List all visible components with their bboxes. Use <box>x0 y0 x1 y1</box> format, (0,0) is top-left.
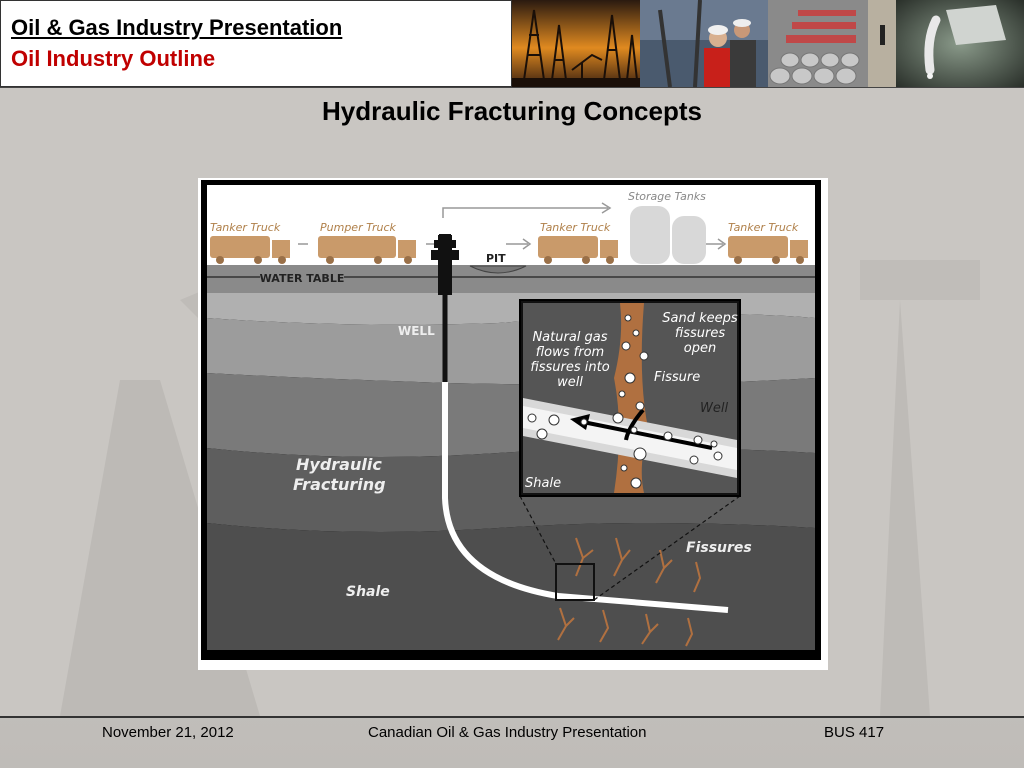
inset-sand-line3: open <box>684 341 716 356</box>
storage-tanks-icon <box>630 206 706 264</box>
pumper-truck-label: Pumper Truck <box>320 221 396 234</box>
pumper-truck-icon <box>318 236 416 264</box>
inset-sand-line1: Sand keeps <box>662 311 738 326</box>
inset-natural-gas-line2: flows from <box>536 345 604 360</box>
footer-course-code: BUS 417 <box>824 724 885 741</box>
oil-derricks-photo <box>512 0 640 87</box>
wellhead-icon <box>431 234 459 295</box>
inset-natural-gas-line1: Natural gas <box>532 330 607 345</box>
section-subtitle: Oil Industry Outline <box>11 46 216 71</box>
slide-heading: Hydraulic Fracturing Concepts <box>322 96 702 126</box>
pit-label: PIT <box>486 252 506 265</box>
footer-presentation-name: Canadian Oil & Gas Industry Presentation <box>368 724 647 741</box>
hydraulic-fracturing-label-line2: Fracturing <box>293 475 386 494</box>
tanker-truck-2-label: Tanker Truck <box>540 221 611 234</box>
tanker-truck-1-icon <box>210 236 290 264</box>
zoom-box <box>555 563 595 601</box>
oil-barrels-photo <box>768 0 896 87</box>
well-label: WELL <box>398 324 435 338</box>
water-table-label: WATER TABLE <box>260 272 345 285</box>
shale-label: Shale <box>346 584 390 600</box>
inset-sand-line2: fissures <box>675 326 726 341</box>
footer-divider <box>0 716 1024 718</box>
oil-workers-photo <box>640 0 768 87</box>
hydraulic-fracturing-label-line1: Hydraulic <box>296 455 382 474</box>
inset-fissure-label: Fissure <box>654 370 700 385</box>
storage-tanks-label: Storage Tanks <box>628 190 706 203</box>
inset-shale-label: Shale <box>525 476 561 491</box>
fissures-label: Fissures <box>686 540 752 556</box>
tanker-truck-2-icon <box>538 236 618 264</box>
inset-well-label: Well <box>700 401 728 416</box>
tanker-truck-1-label: Tanker Truck <box>210 221 281 234</box>
inset-natural-gas-line3: fissures into <box>530 360 609 375</box>
title-box: Oil & Gas Industry Presentation Oil Indu… <box>0 0 512 87</box>
inset-natural-gas-line4: well <box>557 375 583 390</box>
presentation-title: Oil & Gas Industry Presentation <box>11 15 343 40</box>
tanker-truck-3-icon <box>728 236 808 264</box>
fracturing-illustration: WATER TABLE Tanker Truck Pumper Truck <box>201 180 821 660</box>
inset-detail: Natural gas flows from fissures into wel… <box>519 299 741 497</box>
footer-date: November 21, 2012 <box>102 724 234 741</box>
fuel-nozzle-photo <box>896 0 1024 87</box>
hydraulic-fracturing-diagram: WATER TABLE Tanker Truck Pumper Truck <box>198 178 828 670</box>
tanker-truck-3-label: Tanker Truck <box>728 221 799 234</box>
slide-header: Oil & Gas Industry Presentation Oil Indu… <box>0 0 1024 88</box>
fissures-icon <box>557 537 702 647</box>
